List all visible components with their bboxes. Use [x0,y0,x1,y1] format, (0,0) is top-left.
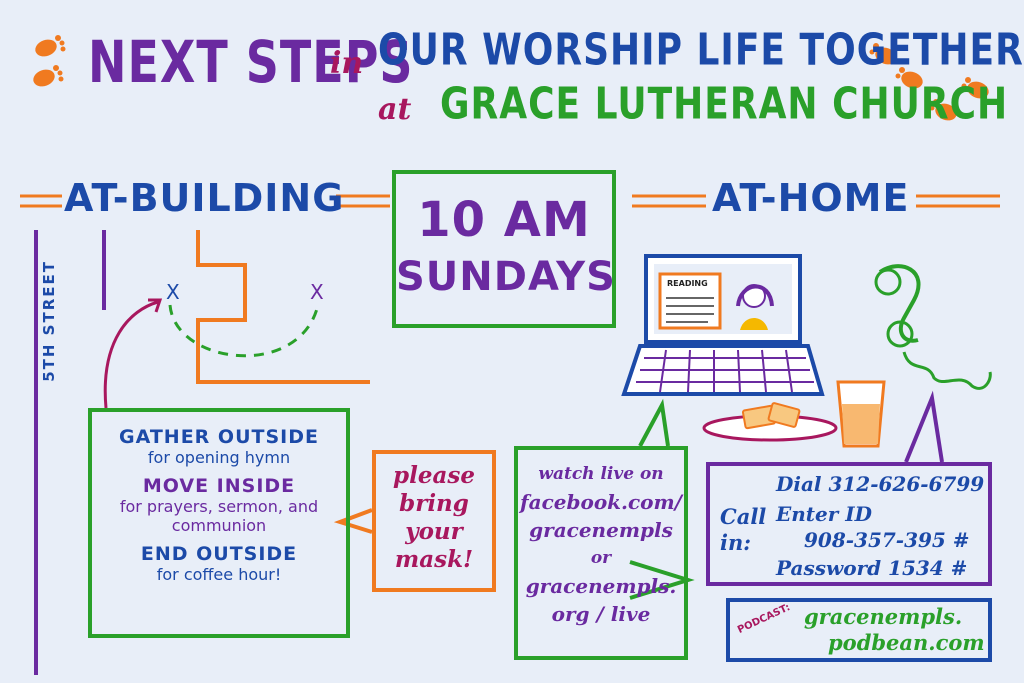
plate-icon [702,402,838,442]
laptop-icon [621,254,825,396]
prayers-line: for prayers, sermon, and [119,497,319,516]
move-inside: MOVE INSIDE [142,475,296,497]
footprints-right-icon [869,43,989,121]
meeting-id: 908-357-395 # [804,528,970,552]
coffee-hour: for coffee hour! [156,565,282,584]
title-worship: OUR WORSHIP LIFE TOGETHER [378,26,1024,76]
street-label: 5TH STREET [40,260,58,382]
section-at-home: AT-HOME [712,176,910,220]
service-time-box: 10 AM SUNDAYS [392,170,616,328]
opening-hymn: for opening hymn [147,448,291,467]
mask-line-3: your [405,518,463,545]
mask-line-4: mask! [394,546,474,573]
mask-line-2: bring [399,490,469,517]
meeting-password: Password 1534 # [776,556,968,580]
watch-line-1: watch live on [538,464,664,484]
cup-icon [836,380,886,448]
call-in-label: in: [720,530,751,555]
title-church: GRACE LUTHERAN CHURCH [440,80,1009,130]
dial-number: Dial 312-626-6799 [776,472,985,496]
watch-line-3: gracenempls [529,518,673,542]
section-at-building: AT-BUILDING [64,176,345,220]
communion-line: communion [171,516,267,535]
gather-outside: GATHER OUTSIDE [119,426,319,448]
watch-line-6: org / live [551,602,651,626]
title-at: at [378,92,412,127]
mask-line-1: please [393,462,475,489]
call-label: Call [720,504,767,529]
call-in-box: Call in: Dial 312-626-6799 Enter ID 908-… [706,462,992,586]
watch-line-4: or [590,548,612,568]
title-in: in [330,46,364,81]
watch-live-box: watch live on facebook.com/ gracenempls … [514,446,688,660]
watch-line-2: facebook.com/ [520,490,682,514]
footprints-left-icon [33,35,66,87]
enter-id: Enter ID [776,502,872,526]
end-outside: END OUTSIDE [140,543,298,565]
podcast-line-2: podbean.com [828,630,985,655]
podcast-line-1: gracenempls. [804,604,963,629]
map-marker-end: X [310,280,324,304]
gather-instructions: GATHER OUTSIDE for opening hymn MOVE INS… [88,408,350,638]
watch-line-5: gracenempls. [525,574,677,598]
street-map [34,230,370,675]
phone-icon [874,264,992,390]
mask-reminder: please bring your mask! [372,450,496,592]
podcast-box: PODCAST: gracenempls. podbean.com [726,598,992,662]
podcast-label: PODCAST: [736,602,793,636]
section-lines [20,194,1000,208]
laptop-reading-label: READING [667,279,708,288]
title-next-steps: NEXT STEPS [88,28,414,96]
map-marker-start: X [166,280,180,304]
service-day: SUNDAYS [396,254,616,300]
service-time: 10 AM [417,192,591,248]
